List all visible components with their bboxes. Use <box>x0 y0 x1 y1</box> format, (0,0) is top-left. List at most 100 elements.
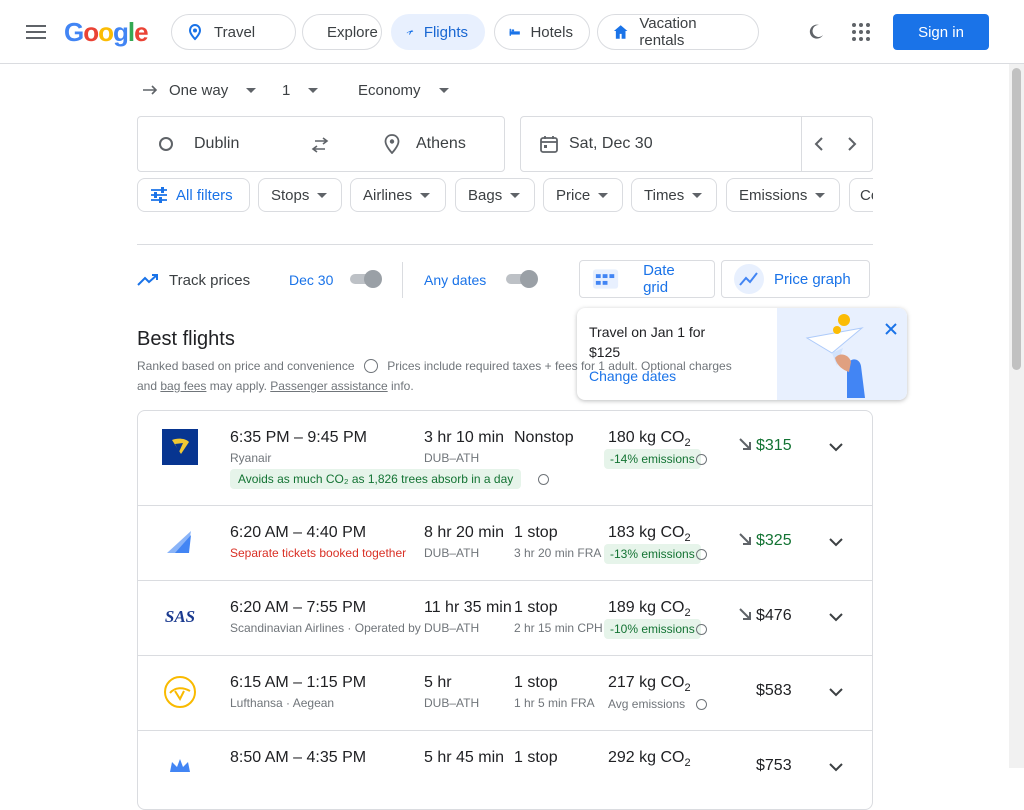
chevron-down-icon <box>829 442 843 451</box>
eco-info-icon[interactable] <box>538 474 549 485</box>
bags-filter[interactable]: Bags <box>455 178 535 212</box>
connecting-airports-filter[interactable]: Co <box>849 178 873 212</box>
expand-flight-button[interactable] <box>818 674 854 710</box>
cabin-class-select[interactable]: Economy <box>352 72 456 108</box>
chevron-down-icon <box>308 87 319 93</box>
ranking-info-icon[interactable] <box>363 359 378 373</box>
expand-flight-button[interactable] <box>818 524 854 560</box>
swap-locations-button[interactable] <box>303 130 337 160</box>
connecting-airports-filter-label: Co <box>860 186 873 204</box>
apps-button[interactable] <box>843 14 879 50</box>
close-icon <box>885 323 897 335</box>
times-filter[interactable]: Times <box>631 178 717 212</box>
passenger-assistance-link[interactable]: Passenger assistance <box>270 379 388 393</box>
toggle-knob <box>520 270 538 288</box>
flight-co2: 183 kg CO2 <box>608 524 691 545</box>
all-filters-button[interactable]: All filters <box>137 178 250 212</box>
track-date-link[interactable]: Dec 30 <box>289 272 334 288</box>
flight-row[interactable]: SAS 6:20 AM – 7:55 PM Scandinavian Airli… <box>138 581 872 656</box>
date-grid-button[interactable]: Date grid <box>579 260 715 298</box>
airline-logo <box>162 524 198 560</box>
times-filter-label: Times <box>644 186 685 204</box>
flight-stops: 1 stop <box>514 524 558 541</box>
flight-duration: 8 hr 20 min <box>424 524 505 541</box>
results-subtitle: Ranked based on price and convenience Pr… <box>137 356 737 396</box>
flight-times: 6:20 AM – 7:55 PM <box>230 599 367 616</box>
swap-arrows-icon <box>311 137 329 153</box>
passengers-value: 1 <box>282 81 291 99</box>
airlines-filter[interactable]: Airlines <box>350 178 446 212</box>
flight-duration: 11 hr 35 min <box>424 599 512 616</box>
stops-filter-label: Stops <box>271 186 310 204</box>
scrollbar-thumb[interactable] <box>1012 68 1021 370</box>
tab-hotels-label: Hotels <box>530 23 573 41</box>
dark-mode-button[interactable] <box>798 14 834 50</box>
results-title: Best flights <box>137 328 235 350</box>
co2-value: 292 kg CO <box>608 749 685 766</box>
origin-input[interactable]: Dublin <box>194 135 240 152</box>
paper-plane-illustration <box>777 308 907 400</box>
passengers-select[interactable]: 1 <box>266 72 319 108</box>
arrow-right-icon <box>143 85 158 95</box>
flight-price: $583 <box>756 682 792 699</box>
bed-icon <box>509 28 520 36</box>
track-any-dates-toggle[interactable] <box>502 270 538 288</box>
tab-flights[interactable]: Flights <box>391 14 485 50</box>
flight-co2: 180 kg CO2 <box>608 429 691 450</box>
emissions-info-icon[interactable] <box>696 699 707 710</box>
flight-co2: 292 kg CO2 <box>608 749 691 770</box>
emissions-info-icon[interactable] <box>696 549 707 560</box>
flight-row[interactable]: 6:20 AM – 4:40 PM Separate tickets booke… <box>138 506 872 581</box>
divider <box>402 262 403 298</box>
price-graph-button[interactable]: Price graph <box>721 260 870 298</box>
cabin-class-value: Economy <box>358 81 421 99</box>
tab-travel[interactable]: Travel <box>171 14 296 50</box>
departure-date-input[interactable]: Sat, Dec 30 <box>569 135 653 152</box>
destination-input[interactable]: Athens <box>416 135 466 152</box>
close-popup-button[interactable] <box>866 304 916 354</box>
sign-in-button[interactable]: Sign in <box>893 14 989 50</box>
chevron-down-icon <box>692 192 703 198</box>
emissions-info-icon[interactable] <box>696 454 707 465</box>
flight-stops: 1 stop <box>514 749 558 766</box>
tab-explore[interactable]: Explore <box>302 14 382 50</box>
previous-date-button[interactable] <box>801 117 835 171</box>
bags-filter-label: Bags <box>468 186 503 204</box>
expand-flight-button[interactable] <box>818 429 854 465</box>
emissions-info-icon[interactable] <box>696 624 707 635</box>
sas-logo: SAS <box>162 599 198 635</box>
google-logo[interactable]: Google <box>64 17 149 47</box>
next-date-button[interactable] <box>835 117 869 171</box>
emissions-filter[interactable]: Emissions <box>726 178 840 212</box>
flight-row[interactable]: 6:15 AM – 1:15 PM Lufthansa · Aegean 5 h… <box>138 656 872 731</box>
trip-type-select[interactable]: One way <box>137 72 263 108</box>
price-filter[interactable]: Price <box>543 178 623 212</box>
stops-filter[interactable]: Stops <box>258 178 342 212</box>
chevron-left-icon <box>814 137 823 151</box>
expand-flight-button[interactable] <box>818 749 854 785</box>
expand-flight-button[interactable] <box>818 599 854 635</box>
main-menu-button[interactable] <box>14 14 58 50</box>
flight-carrier: Lufthansa · Aegean <box>230 696 335 710</box>
flight-stops: 1 stop <box>514 599 558 616</box>
calendar-icon <box>540 136 558 153</box>
flight-duration: 5 hr <box>424 674 452 691</box>
chevron-down-icon <box>317 192 328 198</box>
bag-fees-link[interactable]: bag fees <box>160 379 207 393</box>
sas-wordmark-icon: SAS <box>164 607 196 626</box>
airline-logo <box>162 749 198 785</box>
track-any-dates-link[interactable]: Any dates <box>424 272 487 288</box>
moon-icon <box>809 24 823 39</box>
tab-hotels[interactable]: Hotels <box>494 14 590 50</box>
flight-row[interactable]: 8:50 AM – 4:35 PM 5 hr 45 min 1 stop 292… <box>138 731 872 809</box>
track-date-toggle[interactable] <box>346 270 382 288</box>
chevron-right-icon <box>848 137 857 151</box>
flight-row[interactable]: 6:35 PM – 9:45 PM Ryanair 3 hr 10 min DU… <box>138 411 872 506</box>
flight-duration: 3 hr 10 min <box>424 429 505 446</box>
eco-badge: Avoids as much CO₂ as 1,826 trees absorb… <box>230 469 522 489</box>
all-filters-label: All filters <box>176 186 233 204</box>
flight-times: 6:15 AM – 1:15 PM <box>230 674 367 691</box>
tab-vacation-rentals[interactable]: Vacation rentals <box>597 14 759 50</box>
page-scrollbar[interactable] <box>1009 64 1024 768</box>
change-dates-link[interactable]: Change dates <box>589 368 677 384</box>
